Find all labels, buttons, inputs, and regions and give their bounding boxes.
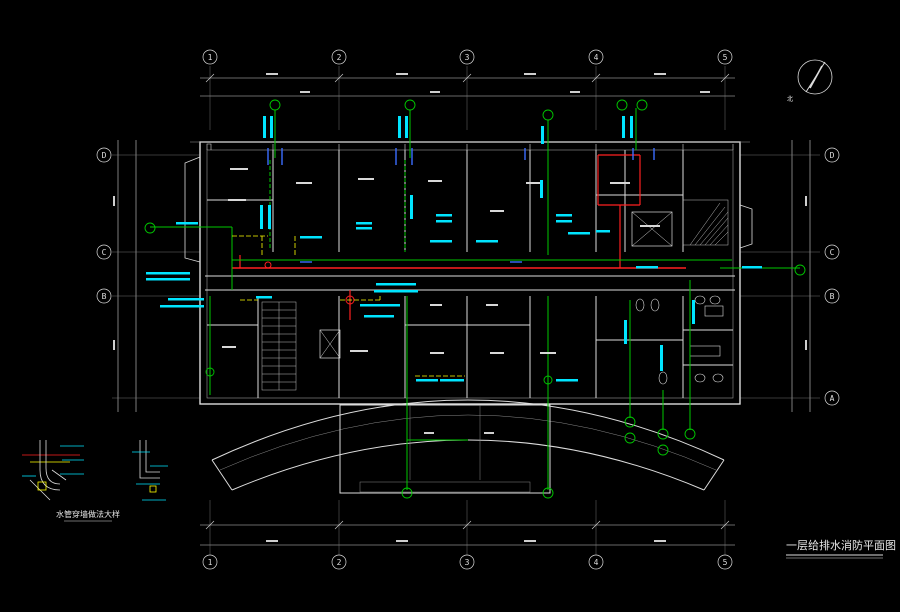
dimension-text <box>113 73 807 542</box>
svg-text:C: C <box>102 248 107 257</box>
svg-text:3: 3 <box>465 53 470 62</box>
axis-marker: 3 <box>459 554 475 570</box>
svg-text:5: 5 <box>723 53 728 62</box>
drawing-title: 一层给排水消防平面图 <box>786 538 896 552</box>
axis-marker: D <box>824 147 840 163</box>
svg-text:2: 2 <box>337 558 342 567</box>
stair-west <box>261 301 297 391</box>
axis-marker: 5 <box>717 49 733 65</box>
axis-marker: 1 <box>202 554 218 570</box>
axis-marker: 4 <box>588 554 604 570</box>
svg-text:4: 4 <box>594 558 599 567</box>
north-arrow: 北 <box>787 59 833 103</box>
axis-marker: C <box>824 244 840 260</box>
axis-marker: 4 <box>588 49 604 65</box>
svg-text:A: A <box>830 394 835 403</box>
axis-marker: C <box>96 244 112 260</box>
axis-marker: 5 <box>717 554 733 570</box>
riser-symbols <box>267 148 655 263</box>
room-labels <box>222 168 660 354</box>
column-axis-markers-top: 1 2 3 4 5 <box>202 49 733 65</box>
drainage-pipes <box>232 235 465 377</box>
north-label: 北 <box>787 95 793 103</box>
detail-caption: 水管穿墙做法大样 <box>56 509 120 519</box>
svg-text:B: B <box>102 292 107 301</box>
axis-marker: A <box>824 390 840 406</box>
axis-marker: B <box>824 288 840 304</box>
svg-text:5: 5 <box>723 558 728 567</box>
dimension-lines <box>112 66 820 555</box>
svg-text:D: D <box>102 151 107 160</box>
axis-marker: B <box>96 288 112 304</box>
svg-text:2: 2 <box>337 53 342 62</box>
column-axis-markers-bottom: 1 2 3 4 5 <box>202 554 733 570</box>
svg-text:C: C <box>830 248 835 257</box>
riser-circles <box>144 99 806 499</box>
axis-marker: 1 <box>202 49 218 65</box>
axis-marker: 2 <box>331 554 347 570</box>
svg-text:3: 3 <box>465 558 470 567</box>
stair-east <box>682 199 729 246</box>
axis-marker: 3 <box>459 49 475 65</box>
pipe-tags <box>146 116 762 382</box>
svg-text:1: 1 <box>208 558 213 567</box>
svg-text:4: 4 <box>594 53 599 62</box>
entrance-canopy <box>211 399 725 494</box>
svg-text:1: 1 <box>208 53 213 62</box>
row-axis-markers-left: D C B <box>96 147 112 304</box>
axis-marker: 2 <box>331 49 347 65</box>
axis-marker: D <box>96 147 112 163</box>
wall-penetration-detail <box>22 440 168 501</box>
svg-text:D: D <box>830 151 835 160</box>
svg-text:B: B <box>830 292 835 301</box>
row-axis-markers-right: D C B A <box>824 147 840 406</box>
water-supply-pipes <box>150 108 800 490</box>
